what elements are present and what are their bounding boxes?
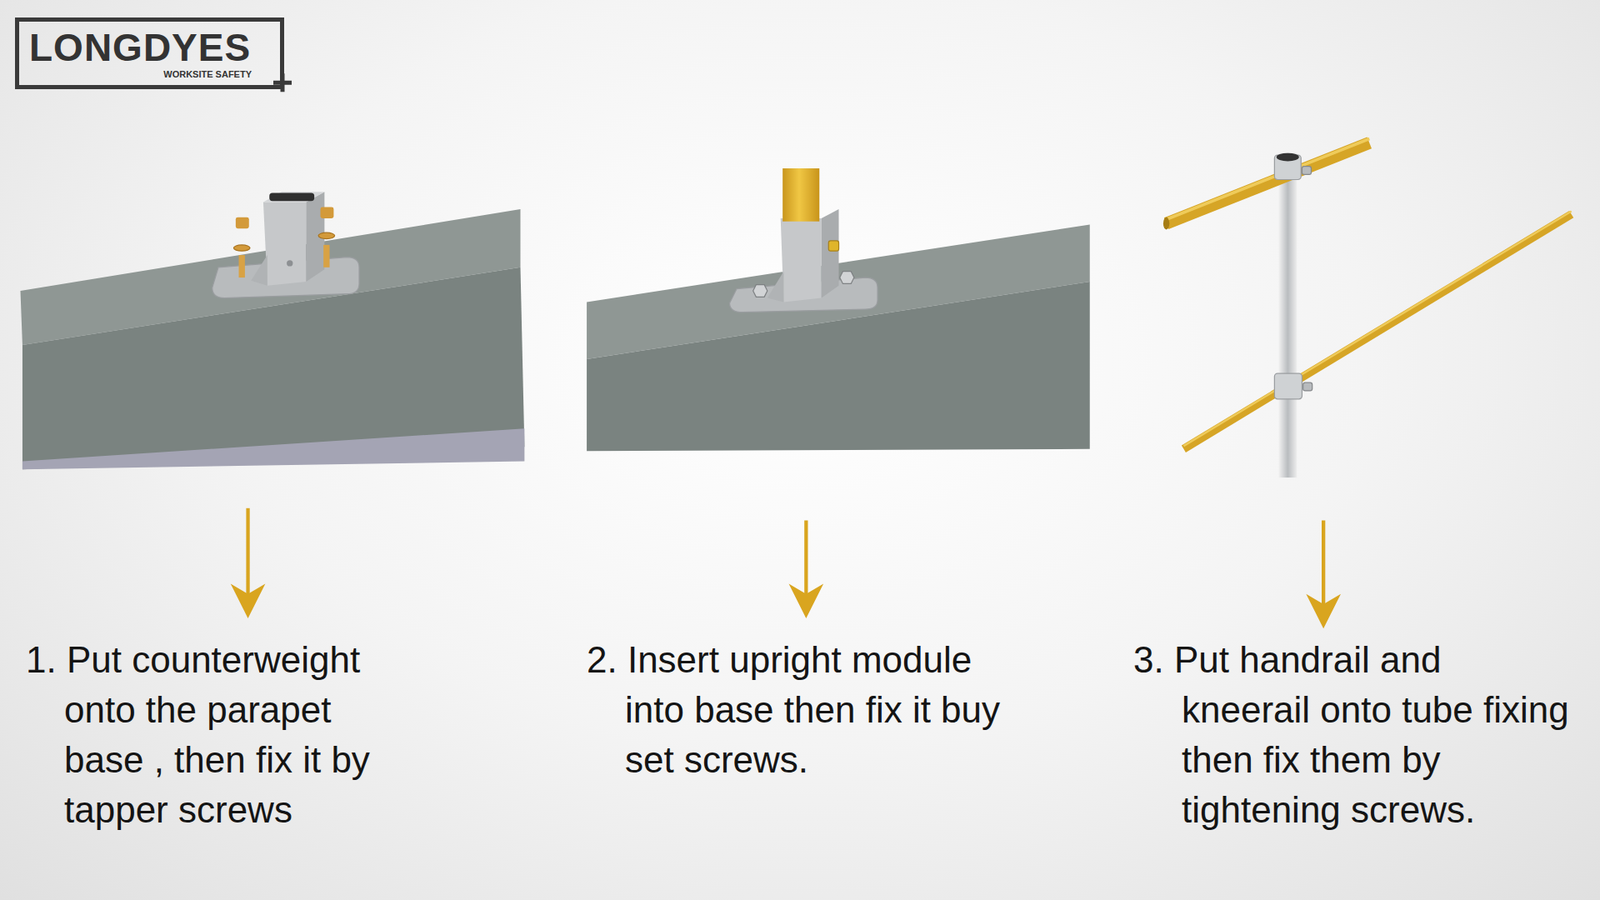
kneerail: [1183, 210, 1571, 449]
logo-box: LONGDYES WORKSITE SAFETY: [15, 17, 285, 90]
counterweight-base: [212, 191, 360, 298]
tube-fixing: [1274, 373, 1302, 400]
step-arrow: [804, 520, 808, 597]
counterweight-base: [263, 201, 306, 285]
step-arrow: [1305, 594, 1341, 630]
counterweight-base: [821, 209, 840, 299]
counterweight-base: [250, 255, 268, 286]
step-arrow: [245, 508, 250, 598]
parapet-block: [22, 428, 525, 470]
step-arrow: [230, 508, 1341, 629]
tube-fixing: [1274, 153, 1312, 400]
tapper-screw: [235, 217, 250, 229]
kneerail: [1183, 210, 1571, 446]
upright-module: [828, 240, 839, 251]
kneerail: [1183, 214, 1571, 450]
parapet-block: [22, 267, 525, 470]
counterweight-base: [753, 285, 768, 298]
brand-tagline: WORKSITE SAFETY: [29, 69, 252, 80]
step-instruction: 2. Insert upright module into base then …: [586, 635, 1017, 785]
tapper-screw: [239, 255, 245, 278]
tube-fixing: [1303, 382, 1313, 391]
step-instruction: 1. Put counterweight onto the parapet ba…: [25, 635, 406, 835]
counterweight-base: [286, 260, 293, 266]
handrail: [1163, 217, 1170, 230]
upright-module: [782, 168, 820, 222]
counterweight-base: [767, 271, 785, 303]
tapper-screw: [233, 245, 250, 251]
counterweight-base: [263, 191, 325, 202]
tapper-screw: [320, 207, 334, 219]
upright-module: [782, 168, 839, 251]
step-arrow: [789, 583, 825, 619]
tapper-screw: [323, 245, 330, 268]
counterweight-base: [840, 271, 855, 285]
counterweight-base: [730, 209, 879, 313]
tube-fixing: [1301, 166, 1311, 175]
counterweight-base: [780, 218, 822, 302]
upright-tube: [1278, 153, 1297, 478]
handrail: [1163, 139, 1370, 230]
brand-name: LONGDYES: [29, 28, 252, 67]
tapper-screw: [318, 232, 335, 239]
handrail: [1166, 142, 1370, 224]
handrail: [1166, 139, 1370, 220]
tube-fixing: [1276, 153, 1300, 162]
step-arrow: [1321, 520, 1325, 607]
tapper-screw: [233, 207, 335, 278]
counterweight-base: [269, 192, 315, 201]
step-instruction: 3. Put handrail and kneerail onto tube f…: [1133, 635, 1570, 835]
step-arrow: [230, 583, 266, 619]
upright-tube: [1278, 153, 1297, 478]
